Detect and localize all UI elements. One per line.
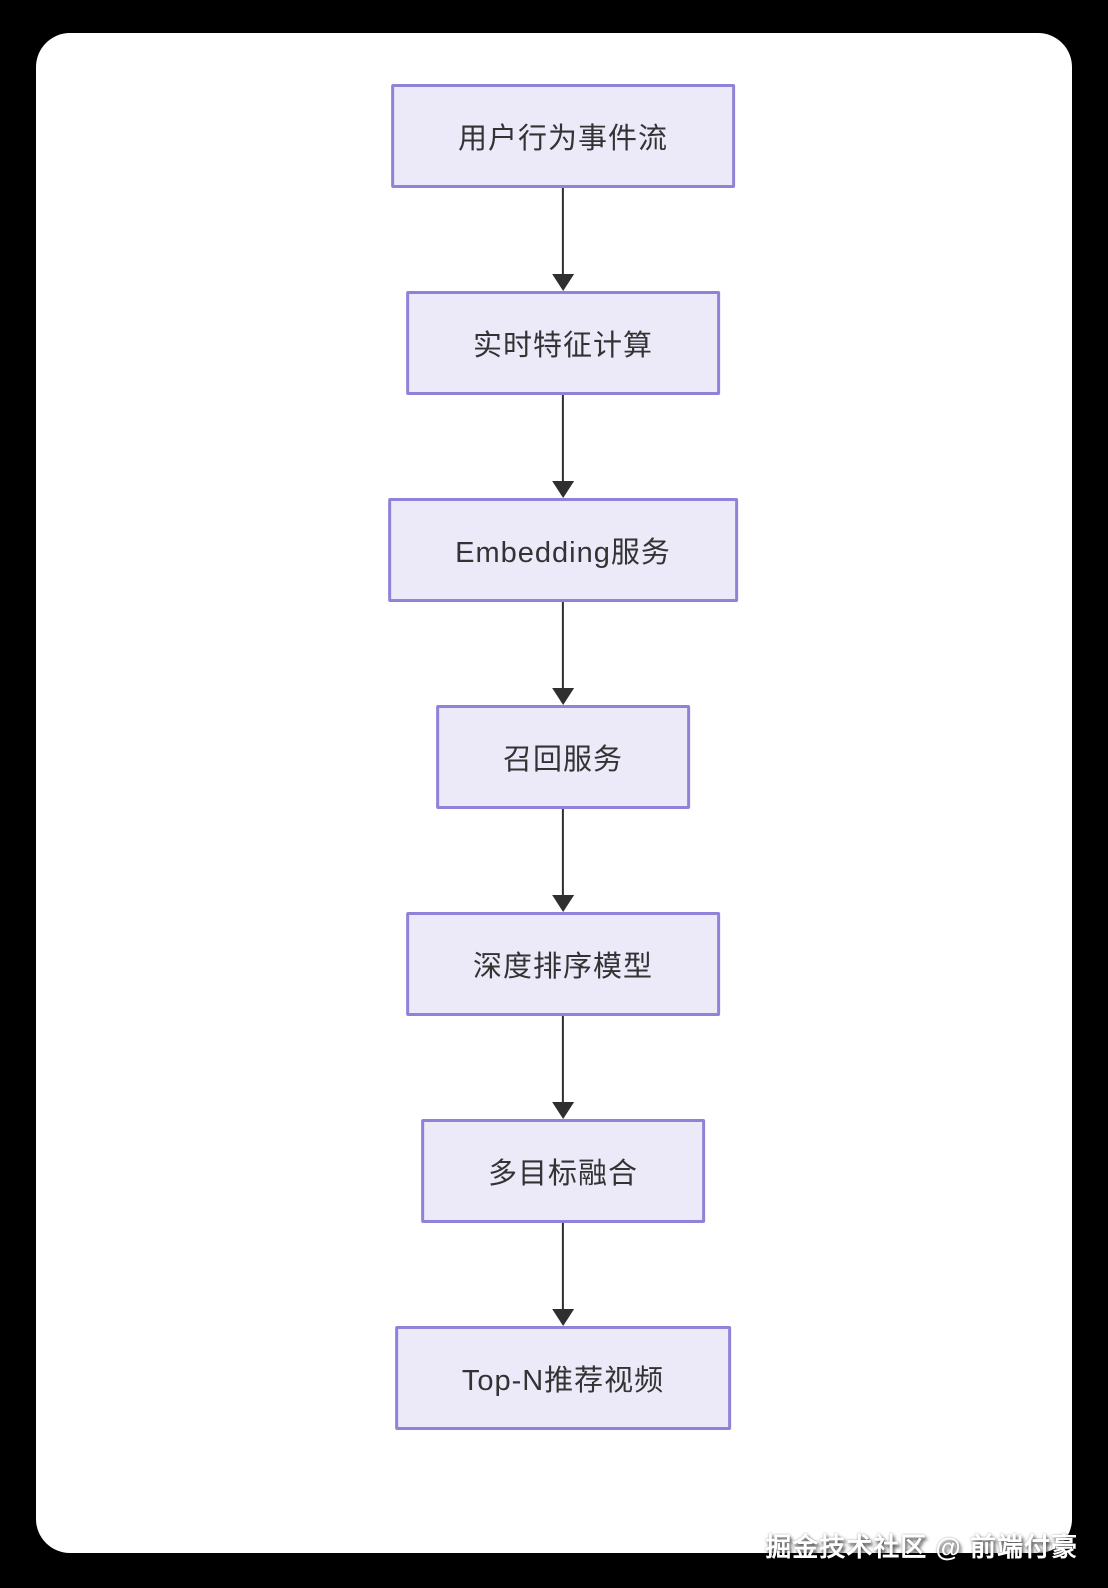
arrow-line bbox=[561, 395, 565, 483]
flow-node-label: 用户行为事件流 bbox=[457, 123, 668, 155]
arrow-down-icon bbox=[552, 481, 574, 498]
arrow-line bbox=[561, 1016, 565, 1104]
arrow-line bbox=[561, 809, 565, 897]
arrow-down-icon bbox=[552, 1309, 574, 1326]
flow-node-embedding-service: Embedding服务 bbox=[388, 498, 738, 602]
arrow-down-icon bbox=[552, 688, 574, 705]
flow-node-label: Embedding服务 bbox=[455, 537, 671, 569]
flow-arrow-3 bbox=[551, 602, 575, 705]
arrow-line bbox=[561, 188, 565, 276]
arrow-line bbox=[561, 602, 565, 690]
flow-arrow-4 bbox=[551, 809, 575, 912]
flow-node-label: 召回服务 bbox=[502, 744, 623, 776]
flow-arrow-6 bbox=[551, 1223, 575, 1326]
flow-node-top-n-recommended-videos: Top-N推荐视频 bbox=[394, 1326, 732, 1430]
flow-node-label: 实时特征计算 bbox=[472, 330, 653, 362]
flow-node-user-behavior-event-stream: 用户行为事件流 bbox=[390, 84, 735, 188]
flow-node-label: 多目标融合 bbox=[487, 1158, 638, 1190]
flow-node-recall-service: 召回服务 bbox=[435, 705, 690, 809]
flow-node-multi-objective-fusion: 多目标融合 bbox=[420, 1119, 705, 1223]
flow-arrow-2 bbox=[551, 395, 575, 498]
flow-node-deep-ranking-model: 深度排序模型 bbox=[405, 912, 720, 1016]
flowchart: 用户行为事件流 实时特征计算 Embedding服务 召回服务 深度排序模型 多… bbox=[388, 84, 738, 1430]
watermark: 掘金技术社区 @ 前端付豪 bbox=[765, 1532, 1078, 1562]
flow-node-label: 深度排序模型 bbox=[472, 951, 653, 983]
flow-arrow-1 bbox=[551, 188, 575, 291]
flow-node-realtime-feature-computation: 实时特征计算 bbox=[405, 291, 720, 395]
arrow-down-icon bbox=[552, 1102, 574, 1119]
flow-arrow-5 bbox=[551, 1016, 575, 1119]
arrow-down-icon bbox=[552, 895, 574, 912]
flow-node-label: Top-N推荐视频 bbox=[461, 1365, 665, 1397]
arrow-down-icon bbox=[552, 274, 574, 291]
arrow-line bbox=[561, 1223, 565, 1311]
